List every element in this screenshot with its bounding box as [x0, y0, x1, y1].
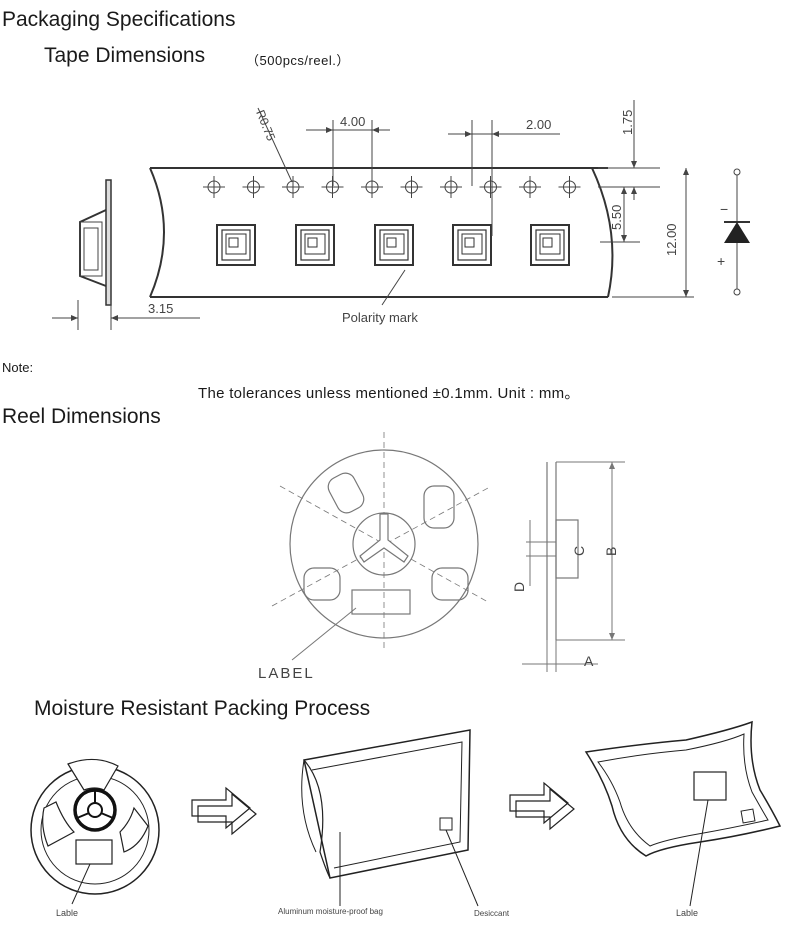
dim-thickness: 3.15 [148, 301, 173, 316]
note-label: Note: [2, 360, 34, 375]
dim-pitch: 4.00 [340, 114, 365, 129]
moisture-process-heading: Moisture Resistant Packing Process [34, 697, 371, 720]
reel-dim-a: A [584, 653, 594, 669]
arrow-1 [191, 786, 257, 836]
component-pocket [216, 224, 256, 266]
tape-side-view [52, 179, 200, 330]
sprocket-hole-crosshair [558, 176, 581, 198]
sprocket-hole-crosshair [400, 176, 423, 198]
sealed-label-caption: Lable [676, 908, 698, 918]
sprocket-hole-crosshair [519, 176, 541, 198]
radius-leader [257, 107, 293, 183]
sprocket-hole-crosshair [242, 176, 265, 198]
polarity-leader [381, 269, 406, 306]
arrow-2 [509, 781, 575, 831]
sealed-bag [584, 720, 782, 907]
reel-dim-b: B [603, 547, 619, 556]
polarity-label: Polarity mark [342, 310, 418, 325]
tolerance-note: The tolerances unless mentioned ±0.1mm. … [198, 385, 580, 402]
component-pocket [452, 224, 492, 266]
moisture-proof-bag [301, 729, 479, 907]
reel-label-caption: Lable [56, 908, 78, 918]
reel-quantity: （500pcs/reel.） [246, 53, 350, 68]
reel-with-label [30, 758, 160, 905]
desiccant-caption: Desiccant [474, 909, 510, 918]
component-pocket [530, 224, 570, 266]
dim-hole-offset: 2.00 [526, 117, 551, 132]
sprocket-hole-crosshair [282, 176, 304, 198]
reel-dimensions-heading: Reel Dimensions [2, 405, 161, 428]
reel-side-view [522, 461, 625, 672]
tape-dimensions-heading: Tape Dimensions [44, 44, 206, 67]
sprocket-hole-crosshair [479, 176, 502, 198]
bag-caption: Aluminum moisture-proof bag [278, 907, 383, 916]
diode-minus: − [720, 201, 728, 217]
dim-edge: 1.75 [620, 110, 635, 135]
diode-symbol [724, 168, 750, 296]
sprocket-hole-crosshair [203, 176, 225, 198]
diode-plus: + [717, 253, 725, 269]
carrier-tape [149, 167, 614, 298]
component-pocket [374, 224, 414, 266]
reel-dim-d: D [511, 582, 527, 592]
sprocket-hole-crosshair [440, 176, 462, 198]
reel-label-text: LABEL [258, 665, 315, 682]
dim-width: 12.00 [664, 223, 679, 256]
reel-dim-c: C [571, 546, 587, 556]
page-title: Packaging Specifications [2, 8, 236, 31]
dim-row: 5.50 [609, 205, 624, 230]
reel-front-view [271, 432, 489, 661]
component-pocket [295, 224, 335, 266]
dim-radius: R0.75 [253, 108, 278, 143]
